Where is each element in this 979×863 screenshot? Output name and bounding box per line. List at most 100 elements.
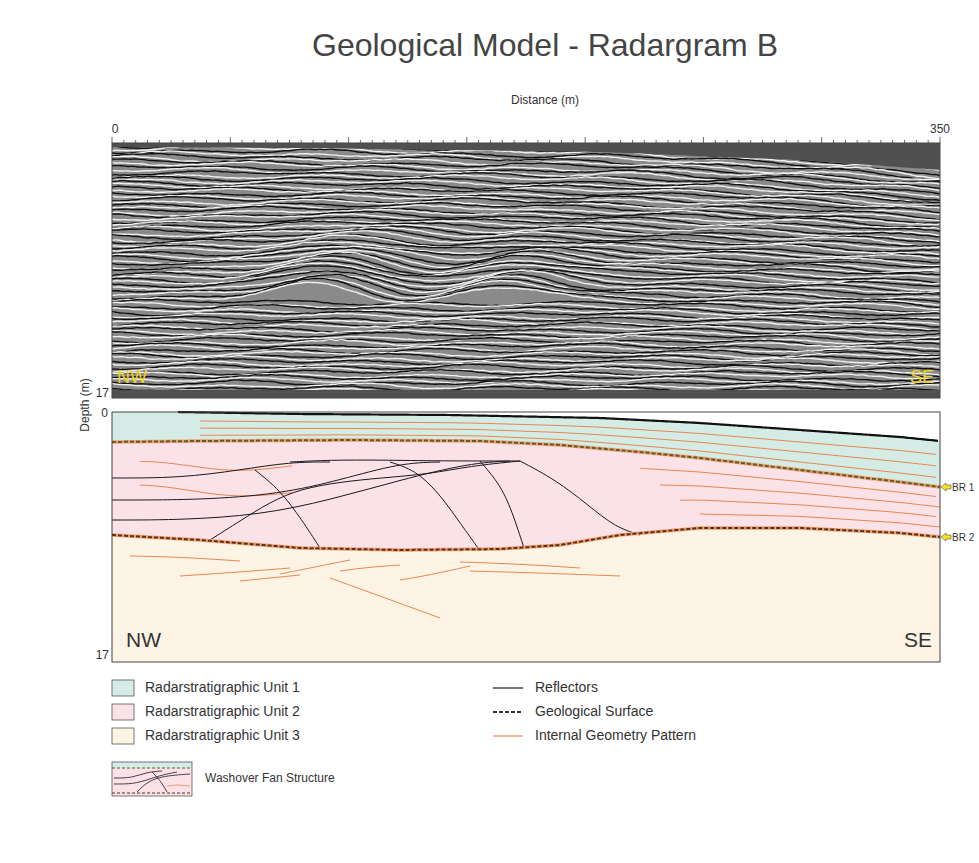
axis-tick: [360, 140, 361, 143]
tick-label: 0: [112, 123, 119, 136]
sample-surface: [112, 793, 192, 794]
sample-top: [112, 762, 192, 768]
boundary-arrow: [941, 483, 951, 491]
axis-tick: [407, 140, 408, 143]
axis-tick: [218, 140, 219, 143]
radar-trace: [112, 361, 940, 368]
radar-trace: [112, 278, 940, 307]
axis-tick: [159, 140, 160, 143]
axis-tick: [171, 140, 172, 143]
axis-tick: [786, 140, 787, 143]
geological-model: [112, 412, 951, 662]
axis-tick: [490, 140, 491, 143]
boundary-label: BR 1: [952, 482, 974, 493]
geological-surface-br1: [112, 440, 940, 487]
radar-trace: [112, 137, 940, 162]
legend-swatch: [112, 680, 134, 696]
axis-tick: [194, 140, 195, 143]
axis-tick: [573, 140, 574, 143]
axis-tick: [419, 140, 420, 143]
direction-label: NW: [126, 628, 161, 651]
radar-trace: [112, 396, 940, 402]
axis-tick: [738, 140, 739, 143]
internal-geometry-line: [460, 562, 580, 568]
internal-geometry-line: [340, 565, 400, 571]
axis-tick: [644, 140, 645, 143]
axis-tick: [727, 140, 728, 143]
axis-tick: [112, 137, 113, 143]
sample-ground: [112, 762, 192, 796]
axis-tick: [880, 140, 881, 143]
axis-tick: [821, 137, 822, 143]
axis-tick: [147, 140, 148, 143]
radargram-ground: [112, 143, 940, 398]
axis-tick: [455, 140, 456, 143]
axis-tick: [242, 140, 243, 143]
axis-tick: [892, 140, 893, 143]
radar-trace: [112, 386, 940, 392]
axis-tick: [301, 140, 302, 143]
axis-tick: [324, 140, 325, 143]
surface-sample: [493, 711, 523, 713]
radargram: [112, 137, 940, 402]
direction-label: NW: [117, 368, 147, 388]
axis-tick: [561, 140, 562, 143]
internal-geometry-sample: [493, 735, 523, 736]
axis-tick: [466, 137, 467, 143]
axis-tick: [632, 140, 633, 143]
axis-tick: [206, 140, 207, 143]
axis-title: Distance (m): [511, 94, 579, 107]
axis-tick: [526, 140, 527, 143]
internal-geometry-line: [330, 578, 440, 618]
internal-geometry-line: [180, 568, 290, 576]
reflector-line: [290, 460, 520, 462]
radar-trace: [112, 391, 940, 397]
axis-tick: [253, 140, 254, 143]
internal-geometry-line: [240, 575, 300, 581]
axis-tick: [608, 140, 609, 143]
axis-tick: [809, 140, 810, 143]
sample-reflector: [152, 772, 167, 792]
axis-title: Depth (m): [79, 378, 92, 431]
legend-swatch: [112, 704, 134, 720]
axis-tick: [443, 140, 444, 143]
legend-text: Reflectors: [535, 680, 598, 695]
reflector-line: [255, 470, 320, 548]
axis-tick: [277, 140, 278, 143]
model-ground: [112, 412, 940, 662]
axis-tick: [798, 140, 799, 143]
axis-tick: [336, 140, 337, 143]
axis-tick: [596, 140, 597, 143]
axis-tick: [904, 140, 905, 143]
axis-tick: [940, 137, 941, 143]
internal-geometry-line: [280, 560, 350, 574]
axis-tick: [585, 137, 586, 143]
surface-halo: [112, 440, 940, 487]
boundary-label: BR 2: [952, 532, 974, 543]
axis-tick: [372, 140, 373, 143]
axis-tick: [230, 137, 231, 143]
legend-swatch: [112, 728, 134, 744]
sample-internal: [167, 785, 190, 786]
axis-tick: [845, 140, 846, 143]
axis-tick: [182, 140, 183, 143]
legend-text: Radarstratigraphic Unit 1: [145, 680, 300, 695]
reflector-line: [390, 462, 478, 548]
radar-trace: [112, 351, 940, 358]
direction-label: SE: [904, 628, 932, 651]
surface-halo: [112, 528, 940, 550]
legend-text: Geological Surface: [535, 704, 653, 719]
internal-geometry-line: [470, 571, 620, 576]
radar-trace: [112, 367, 940, 375]
internal-geometry-line: [140, 485, 292, 496]
legend: [112, 680, 523, 796]
radar-trace: [112, 271, 940, 295]
radargram-traces: [112, 137, 940, 402]
reflector-line: [480, 461, 524, 548]
axis-tick: [289, 140, 290, 143]
unit-3-area: [112, 528, 940, 662]
reflector-line: [112, 462, 330, 478]
washover-fan-sample: [112, 762, 192, 796]
axis-tick: [762, 140, 763, 143]
tick-label: 17: [96, 387, 109, 400]
